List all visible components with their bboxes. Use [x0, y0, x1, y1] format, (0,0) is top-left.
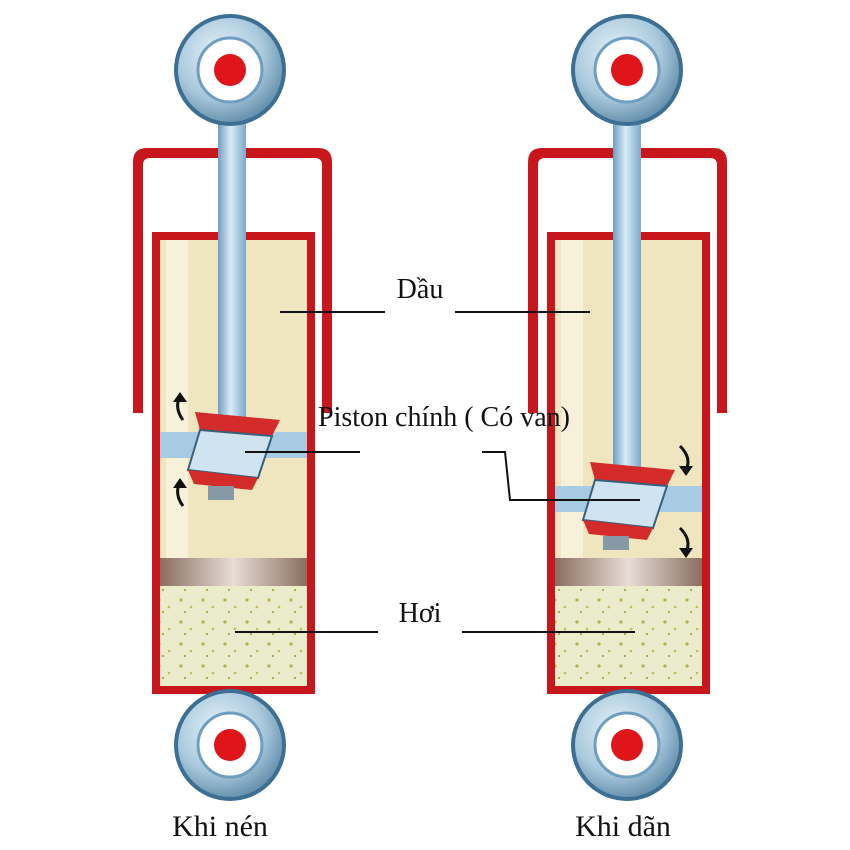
oil-chamber-highlight — [561, 240, 583, 558]
gas-chamber — [555, 586, 702, 686]
leader-lines — [235, 311, 640, 633]
top-mount-eye — [174, 14, 286, 126]
flow-arrow-head-top — [173, 392, 187, 402]
label-extension: Khi dãn — [575, 810, 671, 843]
main-piston — [186, 412, 280, 500]
main-piston — [581, 462, 675, 550]
flow-arrow-head-top — [679, 466, 693, 476]
bottom-mount-eye — [571, 689, 683, 801]
piston-rod — [218, 100, 246, 440]
flow-arrow-head-bottom — [679, 548, 693, 558]
bottom-mount-eye — [174, 689, 286, 801]
label-gas: Hơi — [399, 598, 442, 629]
separator-piston — [555, 558, 702, 586]
shock-absorber-extension — [528, 14, 727, 801]
top-mount-eye — [571, 14, 683, 126]
piston-rod — [613, 100, 641, 500]
gas-chamber — [160, 586, 307, 686]
shock-absorber-compression — [133, 14, 332, 801]
label-compression: Khi nén — [172, 810, 268, 843]
leader-piston-right — [482, 451, 640, 501]
label-piston: Piston chính ( Có van) — [318, 402, 570, 433]
label-oil: Dầu — [397, 274, 444, 305]
separator-piston — [160, 558, 307, 586]
flow-arrow-head-bottom — [173, 478, 187, 488]
